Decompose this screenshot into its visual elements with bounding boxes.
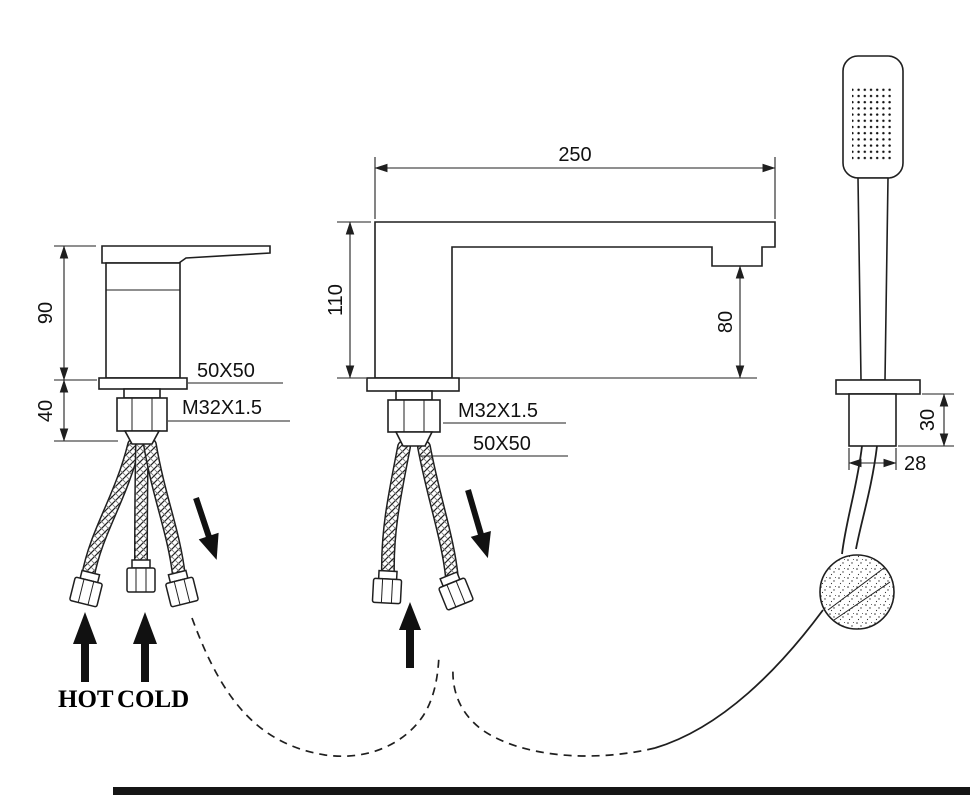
- cold-label: COLD: [117, 686, 189, 713]
- shower-handle: [857, 177, 889, 381]
- dim-mixer-thread-label: M32X1.5: [182, 397, 262, 419]
- hose-nut: [162, 568, 200, 608]
- shower-hose-routing: [191, 609, 824, 757]
- dim-spout-reach-label: 250: [558, 144, 591, 166]
- hose-curve-left-dashed: [191, 617, 440, 757]
- mixer-unit: [68, 245, 271, 608]
- hose-coil-ball: [819, 554, 895, 630]
- dim-mixer-height-label: 90: [35, 302, 57, 324]
- hose-nut: [371, 569, 403, 605]
- dim-shower-base-width-label: 28: [904, 453, 926, 475]
- dim-spout-baseplate-label: 50X50: [473, 433, 531, 455]
- dim-mixer-baseplate-label: 50X50: [197, 360, 255, 382]
- hose-nut: [68, 568, 106, 608]
- dim-spout-drop-label: 80: [715, 311, 737, 333]
- spout-dimensions: 250 110 80 M32X1.5 50X50: [325, 144, 776, 457]
- mixer-dimensions: 90 40 50X50 M32X1.5: [35, 245, 290, 442]
- hose-curve-right-solid: [654, 609, 824, 749]
- spout-body: [374, 221, 776, 379]
- hand-shower-unit: [819, 55, 921, 630]
- bottom-crop-strip: [113, 787, 970, 795]
- mixer-lever-handle: [101, 245, 271, 264]
- mixer-thread-shank: [116, 388, 168, 445]
- spout-thread-shank: [387, 390, 441, 447]
- mixer-body: [105, 262, 181, 379]
- cold-arrow: [133, 612, 157, 682]
- shower-spray-face: [852, 86, 894, 162]
- spout-base-plate: [366, 377, 460, 392]
- mixer-supply-hoses: [68, 438, 200, 608]
- hot-label: HOT: [58, 686, 114, 713]
- hot-arrow: [73, 612, 97, 682]
- hose-nut: [126, 559, 156, 593]
- dim-spout-height-label: 110: [325, 284, 347, 316]
- mixer-base-plate: [98, 377, 188, 390]
- spout-install-arrow-up: [399, 602, 421, 668]
- shower-dimensions: 30 28: [848, 393, 954, 475]
- shower-base-plate: [835, 379, 921, 395]
- spout-unit: [366, 221, 776, 668]
- dim-mixer-shank-label: 40: [35, 400, 57, 422]
- dim-spout-thread-label: M32X1.5: [458, 400, 538, 422]
- hose-nut: [434, 569, 475, 612]
- mixer-install-arrow: [193, 497, 219, 560]
- spout-install-arrow-diag: [465, 489, 491, 559]
- dim-shower-base-height-label: 30: [917, 409, 939, 431]
- supply-direction-arrows: HOT COLD: [58, 497, 219, 713]
- spout-supply-hoses: [371, 440, 475, 612]
- hose-curve-right-dashed: [452, 667, 656, 757]
- shower-base-cylinder: [848, 393, 897, 447]
